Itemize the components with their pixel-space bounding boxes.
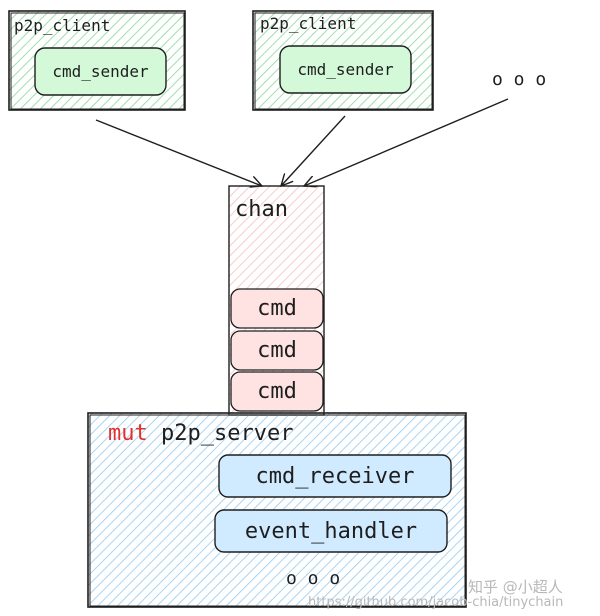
chan-item-label-2: cmd bbox=[257, 338, 297, 363]
watermark-url: https://github.com/jacob-chia/tinychain bbox=[308, 595, 564, 610]
more-clients-ellipsis: o o o bbox=[492, 69, 547, 90]
watermark-brand: 知乎 @小超人 bbox=[468, 578, 563, 596]
client-title-2: p2p_client bbox=[260, 14, 357, 33]
cmd-sender-label-2: cmd_sender bbox=[297, 60, 394, 79]
chan-title: chan bbox=[235, 197, 288, 222]
chan-item-3 bbox=[230, 371, 324, 412]
cmd-sender-box-1 bbox=[34, 47, 167, 96]
arrow-client2-to-chan bbox=[281, 115, 346, 186]
arrow-more-to-chan bbox=[304, 98, 509, 186]
event-handler-box bbox=[214, 509, 448, 553]
server-name: p2p_server bbox=[161, 421, 294, 446]
cmd-sender-box-2 bbox=[279, 45, 412, 94]
cmd-receiver-box bbox=[218, 454, 452, 498]
cmd-sender-label-1: cmd_sender bbox=[52, 62, 149, 81]
chan-item-1 bbox=[230, 288, 324, 329]
chan-item-2 bbox=[230, 330, 324, 371]
mut-keyword: mut bbox=[108, 421, 148, 446]
server-title: mut p2p_server bbox=[108, 421, 293, 446]
more-components-ellipsis: o o o bbox=[286, 568, 341, 589]
event-handler-label: event_handler bbox=[244, 518, 418, 544]
chan-item-label-1: cmd bbox=[257, 296, 297, 321]
arrow-client1-to-chan bbox=[95, 119, 262, 186]
chan-item-label-3: cmd bbox=[257, 379, 297, 404]
cmd-receiver-label: cmd_receiver bbox=[255, 463, 415, 489]
client-title-1: p2p_client bbox=[14, 16, 111, 35]
